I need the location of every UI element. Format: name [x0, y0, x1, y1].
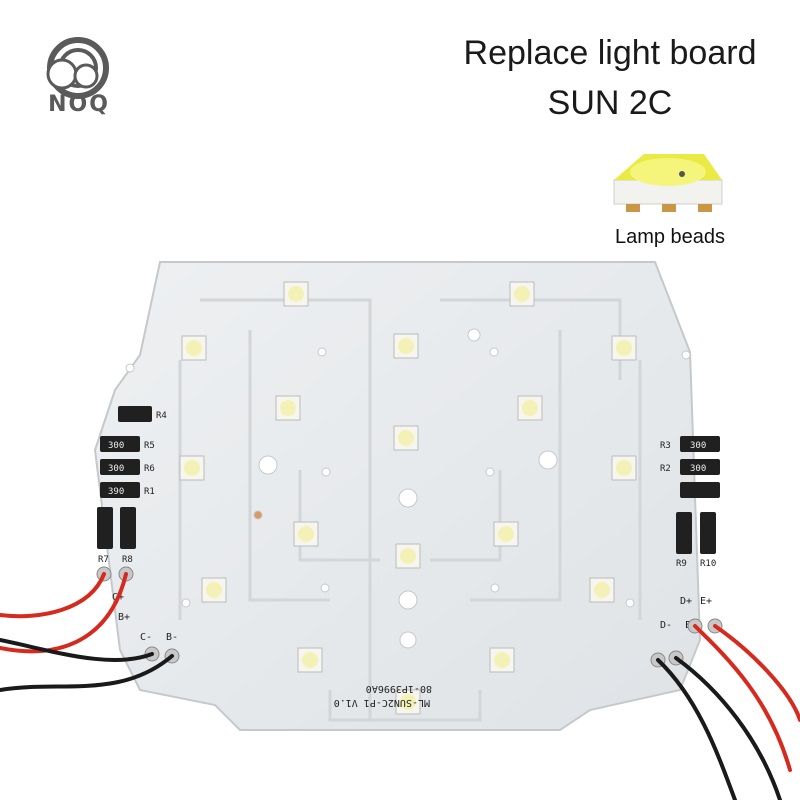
- resistor-label: R7: [98, 555, 109, 565]
- terminal-label: B+: [118, 612, 130, 623]
- resistor-code: 300: [108, 464, 124, 474]
- led-bead: [489, 647, 515, 673]
- led-bead: [179, 455, 205, 481]
- mounting-holes: [125, 328, 691, 649]
- led-bead: [293, 521, 319, 547]
- brand-logo-text: NOQ: [48, 92, 110, 117]
- terminal-label: D-: [660, 620, 672, 631]
- led-bead: [275, 395, 301, 421]
- resistor-label: R9: [676, 559, 687, 569]
- resistor-code: 300: [108, 441, 124, 451]
- terminal-label: B-: [166, 632, 178, 643]
- model-silkscreen: ML-SUN2C-P1 V1.0 80-1P3996A0: [334, 683, 432, 708]
- lamp-beads-caption: Lamp beads: [614, 226, 726, 248]
- led-bead: [395, 543, 421, 569]
- led-bead: [201, 577, 227, 603]
- resistor-label: R3: [660, 441, 671, 451]
- led-bead: [589, 577, 615, 603]
- pcb-outline: [93, 261, 702, 731]
- wires: [0, 572, 800, 800]
- resistor-label: R10: [700, 559, 716, 569]
- led-array: [179, 281, 637, 715]
- led-bead: [395, 689, 421, 715]
- led-bead: [393, 333, 419, 359]
- resistor-label: R6: [144, 464, 155, 474]
- led-bead: [297, 647, 323, 673]
- headline-line-2: SUN 2C: [547, 84, 673, 122]
- resistor-code: 300: [690, 441, 706, 451]
- lamp-bead-illustration: [613, 154, 723, 212]
- terminal-label: D+: [680, 596, 692, 607]
- resistor-label: R1: [144, 487, 155, 497]
- led-bead: [283, 281, 309, 307]
- resistor-label: R5: [144, 441, 155, 451]
- headline: Replace light board SUN 2C: [440, 28, 780, 128]
- led-bead: [611, 455, 637, 481]
- pcb-traces: [178, 298, 642, 722]
- led-bead: [509, 281, 535, 307]
- resistor-label: R2: [660, 464, 671, 474]
- resistor-label: R4: [156, 411, 167, 421]
- resistors-right: 300 300 R3 R2 R9 R10: [660, 436, 720, 569]
- resistors-left: 300 300 390 R4 R5 R6 R1 R7 R8: [97, 406, 167, 565]
- terminal-label: E+: [700, 596, 712, 607]
- resistor-code: 300: [690, 464, 706, 474]
- led-bead: [393, 425, 419, 451]
- model-text-1: ML-SUN2C-P1 V1.0: [334, 697, 430, 708]
- terminal-label: C-: [140, 632, 152, 643]
- resistor-code: 390: [108, 487, 124, 497]
- model-text-2: 80-1P3996A0: [366, 683, 432, 694]
- led-bead: [493, 521, 519, 547]
- led-bead: [611, 335, 637, 361]
- resistor-label: R8: [122, 555, 133, 565]
- headline-line-1: Replace light board: [463, 34, 757, 72]
- led-bead: [181, 335, 207, 361]
- brand-logo-icon: [46, 37, 109, 99]
- led-bead: [517, 395, 543, 421]
